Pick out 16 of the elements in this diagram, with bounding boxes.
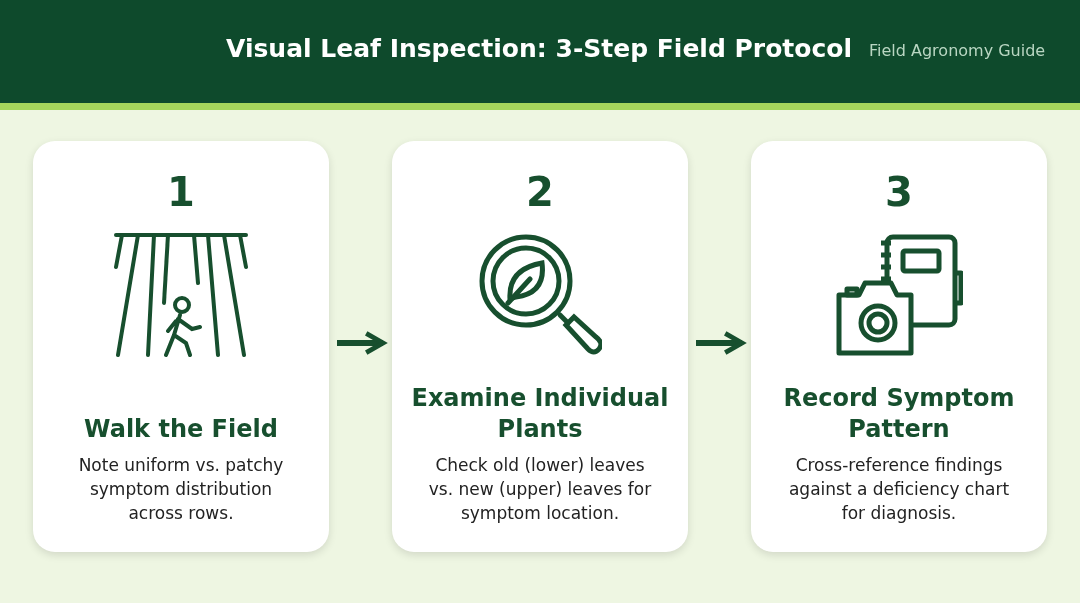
arrow — [696, 331, 745, 355]
step-heading: Examine Individual Plants — [410, 383, 670, 445]
subtitle: Field Agronomy Guide — [869, 41, 1046, 60]
step-description: Note uniform vs. patchy symptom distribution across rows. — [77, 454, 285, 525]
step-card — [33, 141, 329, 552]
step-card — [392, 141, 688, 552]
arrow — [337, 331, 386, 355]
step-card — [751, 141, 1047, 552]
step-heading: Walk the Field — [84, 414, 278, 445]
step-number: 2 — [526, 169, 554, 215]
step-description: Check old (lower) leaves vs. new (upper) leaves for symptom location. — [427, 454, 653, 525]
step-number: 1 — [167, 169, 195, 215]
step-description: Cross-reference findings against a deficiency chart for diagnosis. — [787, 454, 1011, 525]
title: Visual Leaf Inspection: 3-Step Field Protocol — [226, 34, 853, 63]
step-heading: Record Symptom Pattern — [782, 383, 1016, 445]
step-number: 3 — [885, 169, 913, 215]
